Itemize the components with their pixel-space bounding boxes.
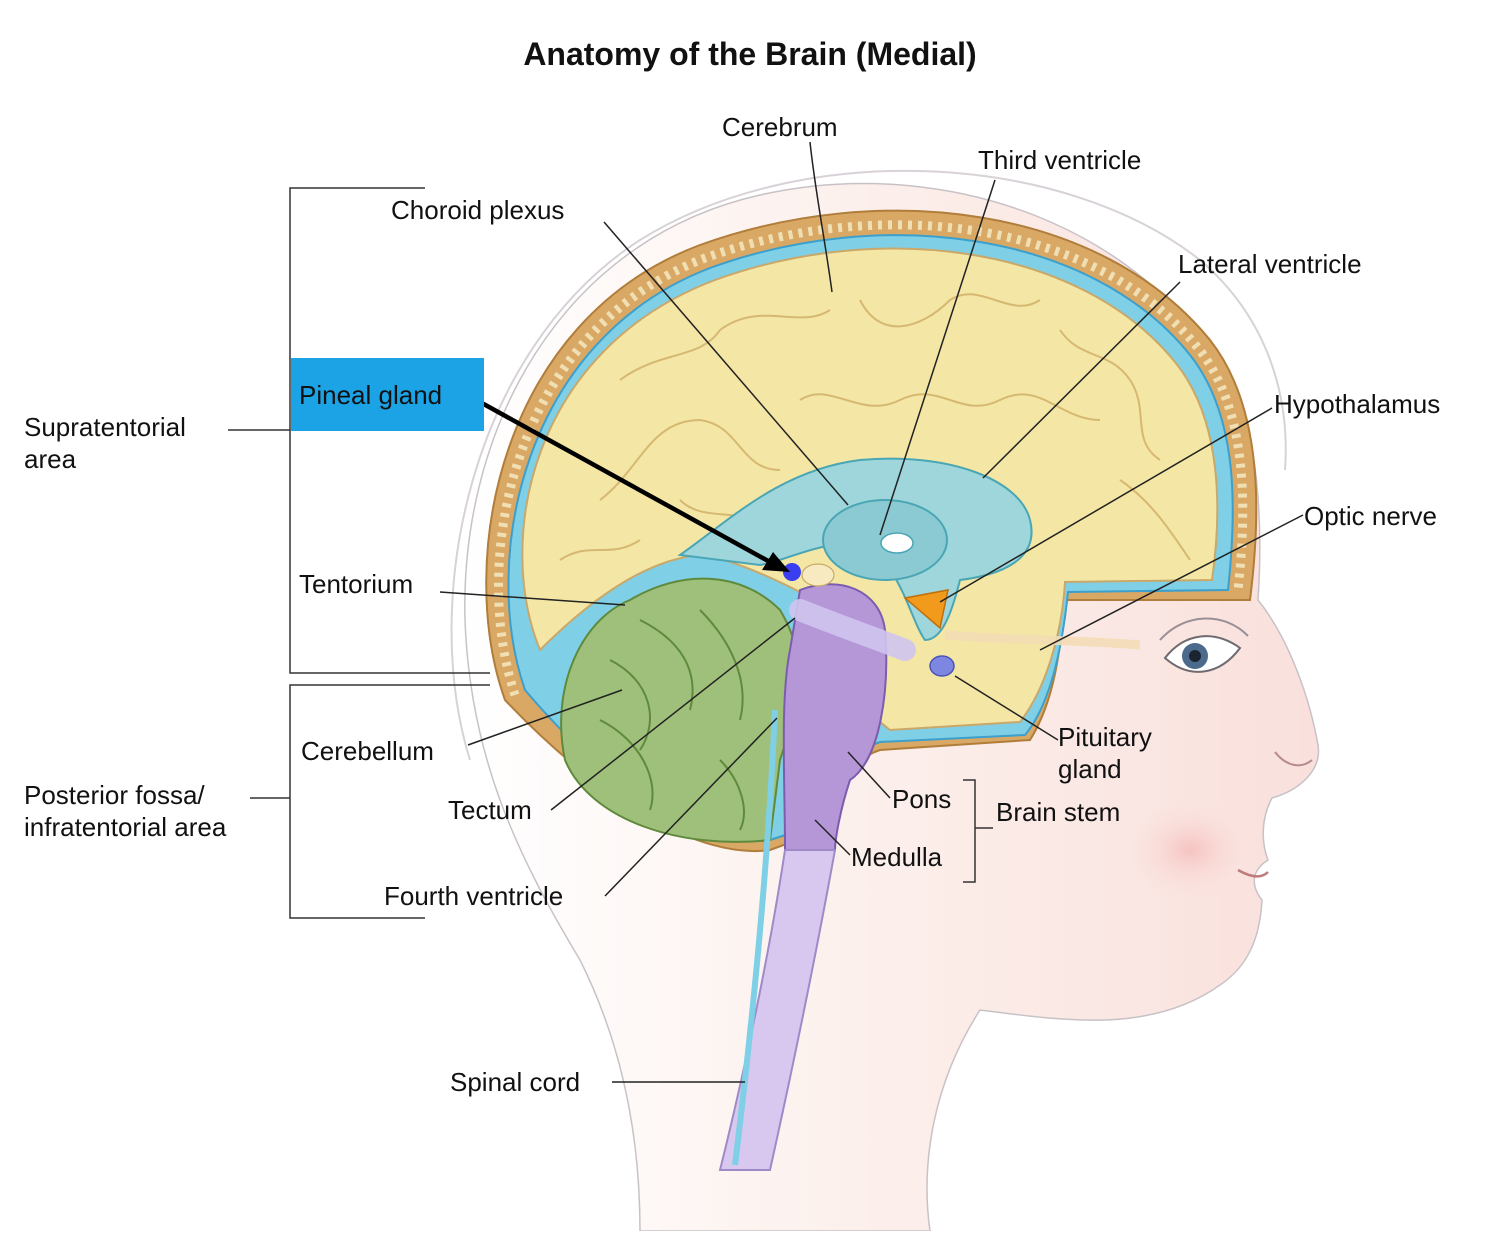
optic-nerve-shape: [944, 630, 1141, 650]
supratentorial-bracket: [228, 187, 490, 674]
leader-tentorium: [439, 591, 626, 606]
brain-stem-bracket: [963, 779, 993, 883]
label-supratentorial-area: Supratentorial area: [24, 412, 186, 474]
skull-bone-pattern: [494, 220, 1248, 697]
label-medulla: Medulla: [851, 842, 943, 872]
nostril: [1274, 751, 1313, 767]
leader-cerebellum: [467, 689, 623, 746]
diagram-title: Anatomy of the Brain (Medial): [523, 36, 977, 72]
midbrain-tube: [789, 599, 916, 661]
label-cerebrum: Cerebrum: [722, 112, 838, 142]
pineal-gland-highlight: Pineal gland: [291, 358, 484, 431]
leader-pituitary: [954, 675, 1059, 741]
leader-choroid-plexus: [603, 221, 849, 506]
cerebellum-folia: [599, 609, 745, 831]
leader-hypothalamus: [939, 407, 1273, 603]
hair-outline: [450, 169, 1287, 761]
label-fourth-ventricle: Fourth ventricle: [384, 881, 564, 911]
leader-optic-nerve: [1039, 514, 1304, 651]
label-posterior-fossa: Posterior fossa/ infratentorial area: [24, 780, 227, 842]
label-hypothalamus: Hypothalamus: [1274, 389, 1441, 419]
leader-fourth-ventricle: [604, 717, 778, 897]
leader-lateral-ventricle: [982, 281, 1181, 479]
label-lateral-ventricle: Lateral ventricle: [1178, 249, 1362, 279]
label-spinal-cord: Spinal cord: [450, 1067, 581, 1097]
label-optic-nerve: Optic nerve: [1304, 501, 1437, 531]
posterior-fossa-bracket: [250, 684, 490, 919]
pineal-arrow: [478, 400, 790, 572]
label-pons: Pons: [892, 784, 952, 814]
label-tentorium: Tentorium: [299, 569, 414, 599]
thalamus-shape: [801, 563, 835, 587]
label-cerebellum: Cerebellum: [301, 736, 434, 766]
leader-cerebrum: [809, 141, 833, 293]
leader-medulla: [814, 819, 851, 856]
label-pineal-gland: Pineal gland: [299, 380, 443, 410]
label-tectum: Tectum: [448, 795, 532, 825]
spinal-cord-shape: [718, 849, 837, 1171]
label-brain-stem: Brain stem: [996, 797, 1121, 827]
eye: [1159, 617, 1249, 673]
leader-lines: [439, 141, 1304, 1083]
leader-pons: [847, 751, 891, 799]
label-pituitary-gland: Pituitary gland: [1058, 722, 1152, 784]
pituitary-shape: [929, 655, 955, 677]
leader-third-ventricle: [879, 179, 996, 536]
brainstem-region: [782, 583, 888, 851]
cerebrum-gyri: [559, 293, 1191, 561]
spinal-canal: [732, 709, 778, 1166]
leader-tectum: [550, 617, 796, 811]
cheek-blush: [1120, 795, 1260, 905]
label-third-ventricle: Third ventricle: [978, 145, 1142, 175]
cerebellum-region: [560, 577, 800, 843]
pineal-gland-dot: [783, 563, 801, 581]
mouth: [1237, 868, 1269, 878]
hypothalamus-shape: [903, 589, 949, 630]
label-choroid-plexus: Choroid plexus: [391, 195, 565, 225]
massa-intermedia: [880, 532, 914, 554]
